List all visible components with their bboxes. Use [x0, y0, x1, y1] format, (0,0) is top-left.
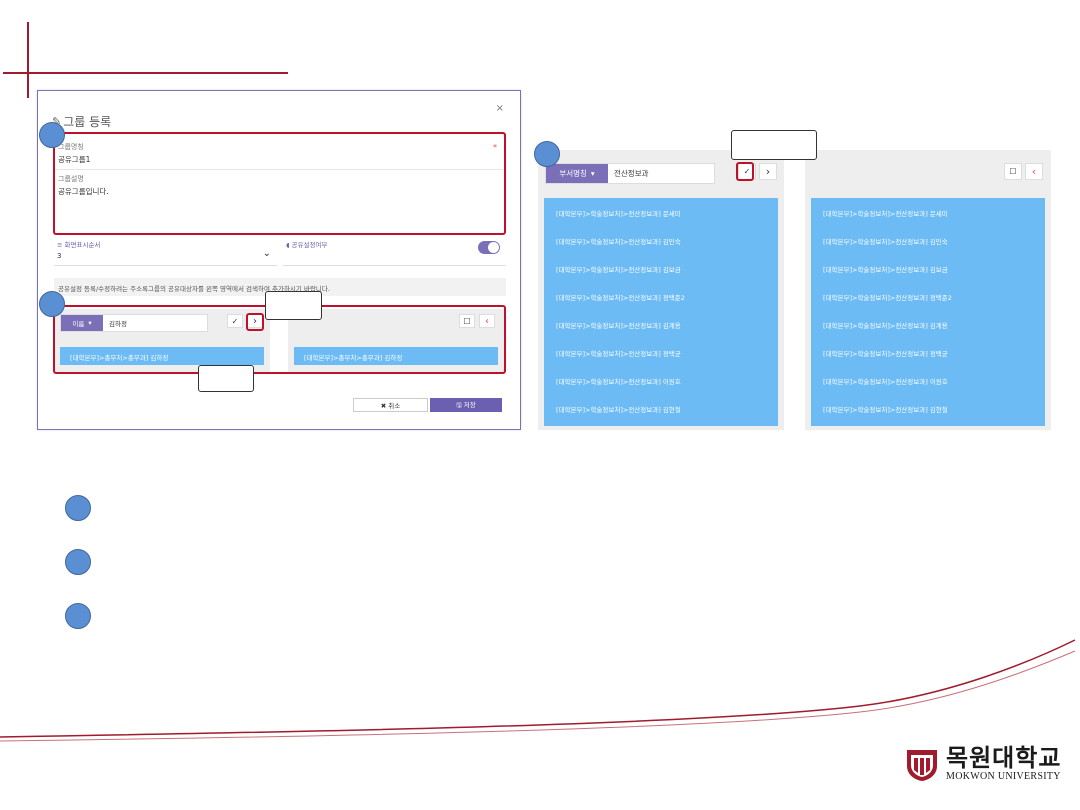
- check-all-button[interactable]: ✓: [227, 314, 243, 328]
- callout-box-item: [198, 365, 254, 392]
- university-logo: 목원대학교 MOKWON UNIVERSITY: [904, 745, 1061, 782]
- corner-deco-horizontal: [3, 72, 288, 74]
- dept-search-type-dropdown[interactable]: 부서명칭 ▾: [546, 164, 608, 183]
- dept-left-item[interactable]: [대학본부]>학술정보처]>전산정보과] 김민숙: [544, 226, 778, 254]
- dept-left-list: [대학본부]>학술정보처]>전산정보과] 문세미 [대학본부]>학술정보처]>전…: [544, 198, 778, 426]
- logo-korean: 목원대학교: [946, 743, 1062, 772]
- dept-search-box[interactable]: 부서명칭 ▾ 전산정보과: [545, 163, 715, 184]
- dept-left-item[interactable]: [대학본부]>학술정보처]>전산정보과] 김계용: [544, 310, 778, 338]
- settings-row: ≡ 화면표시순서 3 ⌄ ◖ 공유설정여부: [54, 236, 506, 266]
- share-setting-field: ◖ 공유설정여부: [283, 236, 506, 266]
- dept-right-item[interactable]: [대학본부]>학술정보처]>전산정보과] 김보금: [811, 254, 1045, 282]
- left-result-item[interactable]: [대학본부]>총무처>총무과] 김하정: [60, 347, 264, 365]
- list-icon: ≡: [57, 241, 63, 249]
- dept-right-item[interactable]: [대학본부]>학술정보처]>전산정보과] 김현철: [811, 394, 1045, 422]
- dept-right-item[interactable]: [대학본부]>학술정보처]>전산정보과] 김계용: [811, 310, 1045, 338]
- search-panel-right: ☐ ‹ [대학본부]>총무처>총무과] 김하정: [288, 309, 504, 372]
- display-order-label: 화면표시순서: [64, 241, 101, 249]
- dept-check-all-button[interactable]: ✓: [738, 163, 756, 180]
- dept-left-item[interactable]: [대학본부]>학술정보처]>전산정보과] 정택균: [544, 338, 778, 366]
- caret-down-icon: ▾: [590, 169, 595, 178]
- search-input[interactable]: 김하정: [109, 320, 127, 328]
- dept-search-type-label: 부서명칭: [559, 169, 587, 178]
- dept-search-input[interactable]: 전산정보과: [614, 169, 649, 178]
- dept-right-item[interactable]: [대학본부]>학술정보처]>전산정보과] 김민숙: [811, 226, 1045, 254]
- dialog-title: ✎ 그룹 등록: [52, 113, 111, 130]
- toggle-icon: ◖: [286, 241, 290, 249]
- callout-box-dept: [731, 130, 817, 160]
- group-name-field[interactable]: 그룹명칭 공유그룹1 *: [54, 137, 503, 167]
- deselect-all-button[interactable]: ☐: [459, 314, 475, 328]
- dept-left-item[interactable]: [대학본부]>학술정보처]>전산정보과] 이원호: [544, 366, 778, 394]
- display-order-value: 3: [57, 252, 62, 260]
- share-setting-toggle[interactable]: [478, 241, 500, 254]
- cancel-button[interactable]: ✖ 취소: [353, 398, 428, 412]
- chevron-down-icon: ⌄: [262, 248, 271, 259]
- callout-box-move: [265, 291, 322, 320]
- name-search-box[interactable]: 이름 ▾ 김하정: [60, 314, 208, 332]
- corner-deco-vertical: [27, 22, 29, 98]
- required-mark: *: [493, 143, 497, 152]
- search-type-dropdown[interactable]: 이름 ▾: [61, 315, 103, 331]
- dept-deselect-all-button[interactable]: ☐: [1004, 163, 1022, 180]
- dept-search-panel-right: ☐ ‹ [대학본부]>학술정보처]>전산정보과] 문세미 [대학본부]>학술정보…: [805, 150, 1051, 430]
- dialog-title-text: 그룹 등록: [63, 115, 112, 129]
- search-type-label: 이름: [72, 320, 85, 328]
- legend-badge: [65, 603, 91, 629]
- group-name-label: 그룹명칭: [58, 143, 84, 151]
- dept-move-right-button[interactable]: ›: [759, 163, 777, 180]
- group-desc-field[interactable]: 그룹설명 공유그룹입니다.: [54, 169, 503, 231]
- logo-english: MOKWON UNIVERSITY: [946, 771, 1061, 782]
- save-button[interactable]: 🖫 저장: [430, 398, 502, 412]
- move-right-button[interactable]: ›: [247, 314, 263, 328]
- dept-right-item[interactable]: [대학본부]>학술정보처]>전산정보과] 정택균: [811, 338, 1045, 366]
- legend-badge: [65, 495, 91, 521]
- share-setting-label: 공유설정여부: [291, 241, 328, 249]
- search-panel-left: 이름 ▾ 김하정 ✓ › [대학본부]>총무처>총무과] 김하정: [54, 309, 270, 372]
- dept-left-item[interactable]: [대학본부]>학술정보처]>전산정보과] 김현철: [544, 394, 778, 422]
- group-register-dialog: ✎ 그룹 등록 × 그룹명칭 공유그룹1 * 그룹설명 공유그룹입니다. ≡ 화…: [37, 90, 521, 430]
- close-icon[interactable]: ×: [495, 103, 504, 114]
- dept-right-item[interactable]: [대학본부]>학술정보처]>전산정보과] 이원호: [811, 366, 1045, 394]
- dept-right-list: [대학본부]>학술정보처]>전산정보과] 문세미 [대학본부]>학술정보처]>전…: [811, 198, 1045, 426]
- dept-search-panel-left: 부서명칭 ▾ 전산정보과 ✓ › [대학본부]>학술정보처]>전산정보과] 문세…: [538, 150, 784, 430]
- edit-icon: ✎: [52, 115, 62, 128]
- group-name-value: 공유그룹1: [58, 155, 91, 164]
- dept-right-item[interactable]: [대학본부]>학술정보처]>전산정보과] 정택준2: [811, 282, 1045, 310]
- step-badge: [534, 141, 560, 167]
- group-desc-value: 공유그룹입니다.: [58, 187, 109, 196]
- university-seal-icon: [904, 746, 940, 782]
- step-badge: [39, 122, 65, 148]
- right-result-item[interactable]: [대학본부]>총무처>총무과] 김하정: [294, 347, 498, 365]
- dept-right-item[interactable]: [대학본부]>학술정보처]>전산정보과] 문세미: [811, 198, 1045, 226]
- move-left-button[interactable]: ‹: [479, 314, 495, 328]
- dept-left-item[interactable]: [대학본부]>학술정보처]>전산정보과] 정택준2: [544, 282, 778, 310]
- dept-left-item[interactable]: [대학본부]>학술정보처]>전산정보과] 김보금: [544, 254, 778, 282]
- step-badge: [39, 291, 65, 317]
- share-notice: 공유설정 등록/수정하려는 주소록그룹의 공유대상자를 왼쪽 영역에서 검색하여…: [54, 278, 506, 296]
- display-order-select[interactable]: ≡ 화면표시순서 3 ⌄: [54, 236, 277, 266]
- dept-move-left-button[interactable]: ‹: [1025, 163, 1043, 180]
- caret-down-icon: ▾: [88, 319, 92, 327]
- group-desc-label: 그룹설명: [58, 175, 84, 183]
- dept-left-item[interactable]: [대학본부]>학술정보처]>전산정보과] 문세미: [544, 198, 778, 226]
- legend-badge: [65, 549, 91, 575]
